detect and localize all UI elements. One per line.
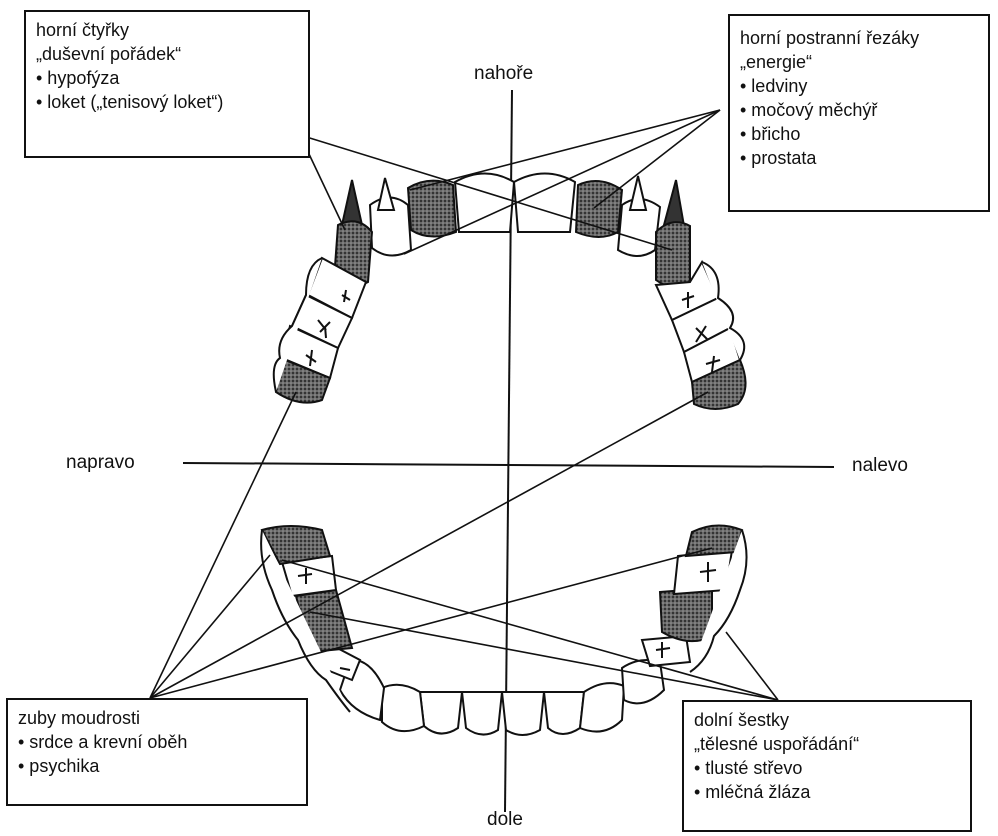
upper-root-left-2 bbox=[664, 180, 684, 226]
annotation-subtitle: „duševní pořádek“ bbox=[36, 42, 298, 66]
annotation-item: • mléčná žláza bbox=[694, 780, 960, 804]
annotation-title: horní postranní řezáky bbox=[740, 26, 978, 50]
annotation-item: • prostata bbox=[740, 146, 978, 170]
annotation-wisdom-teeth: zuby moudrosti • srdce a krevní oběh • p… bbox=[6, 698, 308, 806]
annotation-title: dolní šestky bbox=[694, 708, 960, 732]
lower-incisor-4 bbox=[544, 692, 584, 734]
annotation-title: zuby moudrosti bbox=[18, 706, 296, 730]
annotation-item: • ledviny bbox=[740, 74, 978, 98]
upper-root-right-1 bbox=[342, 180, 362, 225]
annotation-upper-fours: horní čtyřky „duševní pořádek“ • hypofýz… bbox=[24, 10, 310, 158]
lower-wisdom-left bbox=[686, 525, 742, 556]
axis-label-left: napravo bbox=[66, 452, 135, 474]
annotation-upper-lateral-incisors: horní postranní řezáky „energie“ • ledvi… bbox=[728, 14, 990, 212]
upper-four-left bbox=[656, 222, 690, 286]
axis-label-bottom: dole bbox=[487, 809, 523, 831]
upper-fissure-marks bbox=[306, 290, 720, 372]
annotation-item: • břicho bbox=[740, 122, 978, 146]
upper-central-incisor-right bbox=[455, 174, 514, 233]
annotation-item: • psychika bbox=[18, 754, 296, 778]
upper-lateral-incisor-left bbox=[576, 181, 622, 237]
annotation-item: • močový měchýř bbox=[740, 98, 978, 122]
annotation-item: • loket („tenisový loket“) bbox=[36, 90, 298, 114]
lower-canine-left bbox=[580, 683, 624, 731]
upper-root-right-2 bbox=[378, 178, 394, 210]
annotation-lower-sixes: dolní šestky „tělesné uspořádání“ • tlus… bbox=[682, 700, 972, 832]
lower-canine-right bbox=[382, 685, 424, 731]
annotation-item: • tlusté střevo bbox=[694, 756, 960, 780]
axis-label-right: nalevo bbox=[852, 455, 908, 477]
annotation-item: • srdce a krevní oběh bbox=[18, 730, 296, 754]
annotation-title: horní čtyřky bbox=[36, 18, 298, 42]
lower-jaw bbox=[261, 525, 746, 735]
annotation-subtitle: „tělesné uspořádání“ bbox=[694, 732, 960, 756]
annotation-item: • hypofýza bbox=[36, 66, 298, 90]
lower-six-left bbox=[660, 588, 712, 641]
upper-central-incisor-left bbox=[514, 174, 575, 233]
lower-incisor-2 bbox=[462, 692, 502, 735]
lower-incisor-1 bbox=[420, 692, 462, 734]
lower-incisor-3 bbox=[502, 692, 544, 735]
axis-label-top: nahoře bbox=[474, 63, 533, 85]
upper-root-left-1 bbox=[630, 176, 646, 210]
annotation-subtitle: „energie“ bbox=[740, 50, 978, 74]
